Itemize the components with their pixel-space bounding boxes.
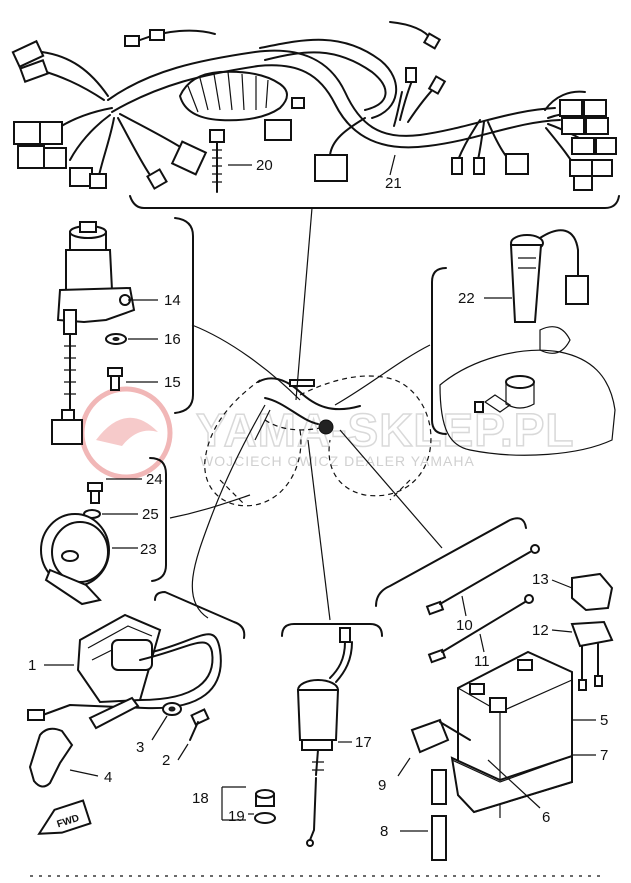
watermark-logo-mark	[96, 417, 158, 446]
battery-group	[375, 517, 614, 861]
band	[209, 129, 252, 193]
watermark-subtext: WOJCIECH OWICZ DEALER YAMAHA	[200, 453, 475, 469]
callout-15: 15	[164, 374, 181, 391]
callout-3: 3	[136, 739, 144, 756]
callout-24: 24	[146, 471, 163, 488]
callout-10: 10	[456, 617, 473, 634]
callout-19: 19	[228, 808, 245, 825]
callout-25: 25	[142, 506, 159, 523]
callout-17: 17	[355, 734, 372, 751]
watermark-text: YAMA-SKLEP.PL	[196, 404, 575, 456]
callout-16: 16	[164, 331, 181, 348]
callout-7: 7	[600, 747, 608, 764]
callout-12: 12	[532, 622, 549, 639]
callout-5: 5	[600, 712, 608, 729]
callout-1: 1	[28, 657, 36, 674]
callout-2: 2	[162, 752, 170, 769]
harness-junction	[318, 419, 334, 435]
neutral-switch-group	[221, 623, 383, 847]
fuel-sender-group	[431, 229, 616, 456]
callout-14: 14	[164, 292, 181, 309]
callout-21: 21	[385, 175, 402, 192]
horn-group	[40, 457, 167, 606]
callout-22: 22	[458, 290, 475, 307]
callout-4: 4	[104, 769, 112, 786]
callout-18: 18	[192, 790, 209, 807]
frame-outline	[169, 207, 443, 621]
callout-13: 13	[532, 571, 549, 588]
callout-20: 20	[256, 157, 273, 174]
wire-harness	[11, 21, 620, 209]
watermark: YAMA-SKLEP.PL WOJCIECH OWICZ DEALER YAMA…	[79, 386, 575, 480]
main-switch-group	[51, 217, 194, 445]
fwd-arrow-icon: FWD	[37, 799, 92, 835]
callout-6: 6	[542, 809, 550, 826]
ignition-coil-group	[27, 591, 246, 788]
callout-9: 9	[378, 777, 386, 794]
callout-23: 23	[140, 541, 157, 558]
callout-11: 11	[474, 653, 490, 670]
callout-8: 8	[380, 823, 388, 840]
